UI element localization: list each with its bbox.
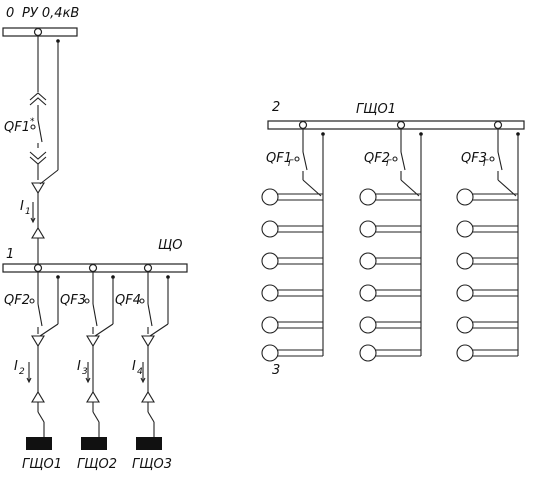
- i3-arrow-head: [85, 377, 91, 384]
- lamp-icon: [456, 316, 474, 334]
- lamp-icon: [261, 252, 279, 270]
- qf3-label: QF3: [60, 293, 86, 308]
- qf3-release-icon: [84, 298, 90, 304]
- panel-2-terminal: [81, 437, 107, 450]
- lamp-1-6: [261, 344, 323, 362]
- lamp-3-5: [456, 316, 518, 334]
- bus-1-label: ЩО: [158, 238, 182, 253]
- lamp-2-2: [359, 220, 421, 238]
- panel-1-terminal: [26, 437, 52, 450]
- i3-symbol: I: [77, 359, 81, 374]
- qf1g-label: QF1: [266, 151, 292, 166]
- lamp-group-2: [359, 129, 422, 362]
- qf4-label: QF4: [115, 293, 141, 308]
- bus-1-tap-3: [143, 263, 153, 273]
- lamp-group-1: [261, 129, 324, 362]
- lamp-icon: [261, 316, 279, 334]
- lamp-icon: [261, 220, 279, 238]
- qf1-label: QF1: [4, 120, 30, 135]
- lamp-icon: [456, 188, 474, 206]
- qf1-release-icon: [30, 124, 36, 130]
- feeder-1: [31, 272, 59, 438]
- i1-index: 1: [25, 207, 31, 217]
- lamp-icon: [261, 188, 279, 206]
- i2-index: 2: [19, 367, 25, 377]
- panel-2-label: ГЩО2: [77, 457, 117, 472]
- qf2g-release-icon: [392, 156, 398, 162]
- lamp-icon: [456, 344, 474, 362]
- feeder-2: [86, 272, 114, 438]
- bus-1-tap-2: [88, 263, 98, 273]
- i1-arrow-head: [30, 217, 36, 224]
- qf1g-release-icon: [294, 156, 300, 162]
- lamp-3-1: [456, 188, 518, 206]
- feeder-3: [141, 272, 169, 438]
- bus-2-tap-3: [493, 120, 503, 130]
- i2-arrow-head: [26, 377, 32, 384]
- lamp-2-1: [359, 188, 421, 206]
- lamp-3-3: [456, 252, 518, 270]
- lamp-3-6: [456, 344, 518, 362]
- main-feeder: [29, 36, 59, 264]
- lamp-3-2: [456, 220, 518, 238]
- i4-index: 4: [137, 367, 143, 377]
- lamp-icon: [261, 284, 279, 302]
- lamp-icon: [359, 220, 377, 238]
- bus-2-label: ГЩО1: [356, 102, 396, 117]
- lamp-group-marker: 3: [272, 363, 280, 378]
- lamp-icon: [261, 344, 279, 362]
- lamp-icon: [359, 252, 377, 270]
- bus-1-tap-main: [33, 263, 43, 273]
- panel-3-label: ГЩО3: [132, 457, 172, 472]
- bus-1-number: 1: [6, 247, 14, 262]
- i3-index: 3: [82, 367, 88, 377]
- bus-2-bar: [267, 120, 525, 130]
- lamp-1-4: [261, 284, 323, 302]
- bus-0-tap: [33, 27, 43, 37]
- lamp-2-5: [359, 316, 421, 334]
- lamp-2-6: [359, 344, 421, 362]
- panel-3-terminal: [136, 437, 162, 450]
- qf3g-release-icon: [489, 156, 495, 162]
- lamp-2-4: [359, 284, 421, 302]
- bus-2-tap-2: [396, 120, 406, 130]
- lamp-1-2: [261, 220, 323, 238]
- panel-1-label: ГЩО1: [22, 457, 62, 472]
- bus-0-number: 0: [6, 6, 14, 21]
- lamp-icon: [359, 188, 377, 206]
- qf2g-sub: Г: [386, 159, 392, 169]
- qf3g-sub: Г: [483, 159, 489, 169]
- lamp-icon: [456, 284, 474, 302]
- bus-0-label: РУ 0,4кВ: [22, 6, 79, 21]
- lamp-2-3: [359, 252, 421, 270]
- lamp-groups: [261, 129, 519, 362]
- lamp-group-3: [456, 129, 519, 362]
- qf4-release-icon: [139, 298, 145, 304]
- lamp-1-3: [261, 252, 323, 270]
- i2-symbol: I: [14, 359, 18, 374]
- qf3g-label: QF3: [461, 151, 487, 166]
- lamp-icon: [359, 284, 377, 302]
- i4-arrow-head: [140, 377, 146, 384]
- lamp-icon: [359, 344, 377, 362]
- lamp-3-4: [456, 284, 518, 302]
- qf1-mark: *: [30, 117, 35, 127]
- i4-symbol: I: [132, 359, 136, 374]
- bus-2-tap-1: [298, 120, 308, 130]
- lamp-1-5: [261, 316, 323, 334]
- qf2-label: QF2: [4, 293, 30, 308]
- qf1g-sub: Г: [288, 159, 294, 169]
- qf2-release-icon: [29, 298, 35, 304]
- i1-symbol: I: [20, 199, 24, 214]
- qf2g-label: QF2: [364, 151, 390, 166]
- lamp-1-1: [261, 188, 323, 206]
- lamp-icon: [456, 252, 474, 270]
- bus-2-number: 2: [272, 100, 280, 115]
- lamp-icon: [456, 220, 474, 238]
- lamp-icon: [359, 316, 377, 334]
